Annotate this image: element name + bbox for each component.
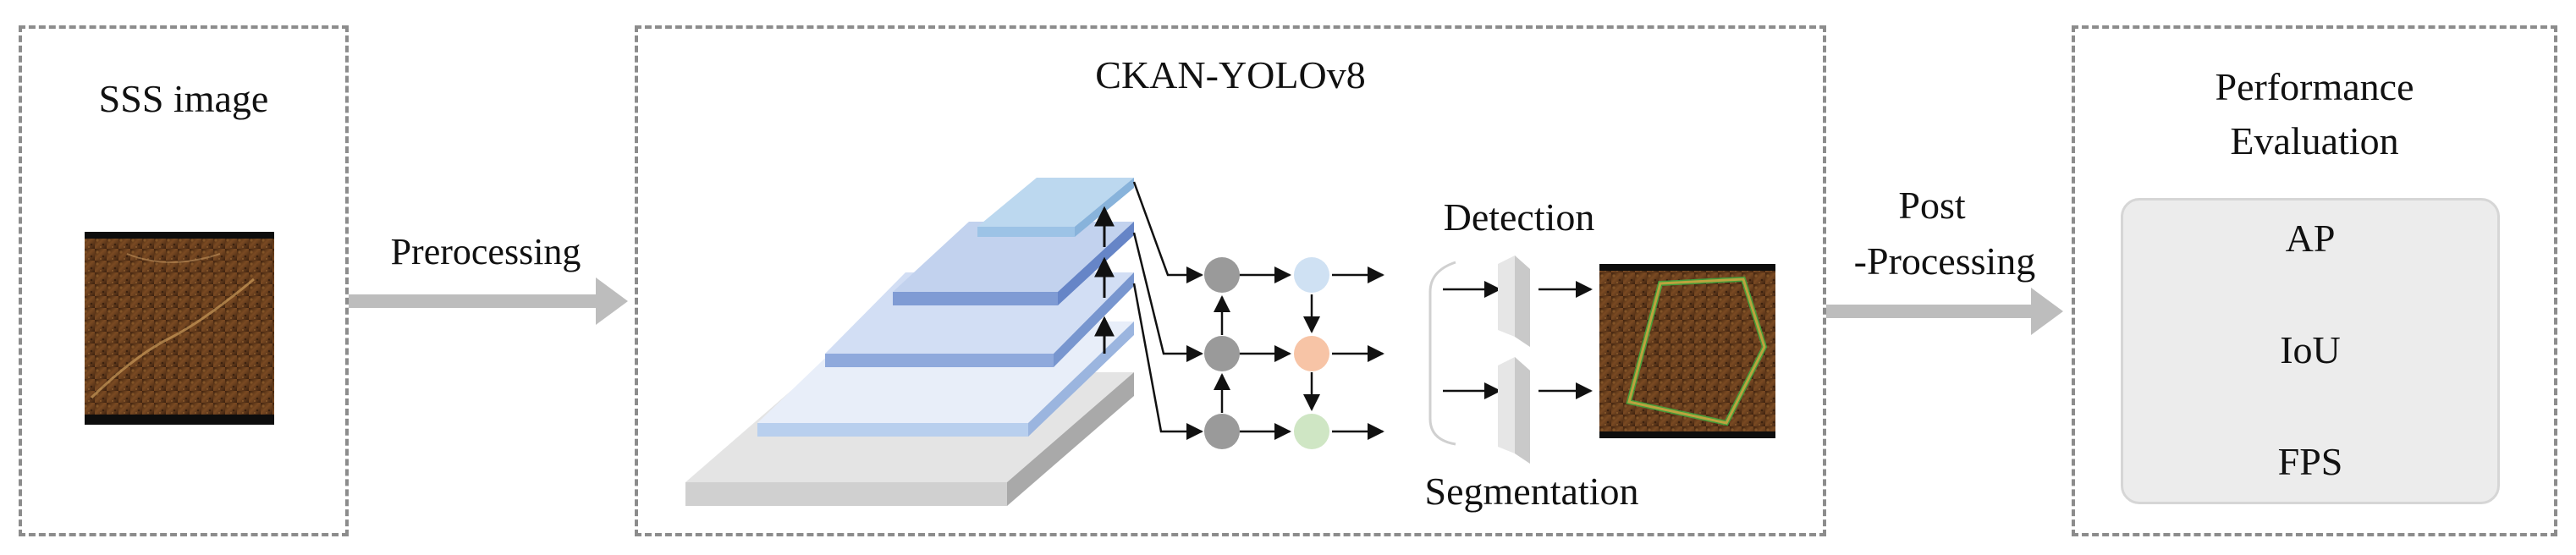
neck-graph [1204, 257, 1384, 449]
detection-segmentation-heads [1428, 256, 1593, 464]
preprocessing-label: Prerocessing [390, 231, 581, 272]
metric-ap: AP [2285, 217, 2336, 260]
detection-label: Detection [1443, 195, 1595, 239]
metrics-panel: AP IoU FPS [2121, 198, 2500, 504]
preprocessing-arrow [349, 278, 628, 325]
evaluation-title-line2: Evaluation [2230, 119, 2399, 162]
evaluation-section [2072, 25, 2557, 536]
post-processing-label-line2: -Processing [1853, 239, 2036, 283]
postprocessing-arrow [1826, 288, 2063, 335]
post-processing-label-line1: Post [1898, 184, 1966, 227]
metric-iou: IoU [2280, 328, 2341, 371]
input-title: SSS image [98, 77, 269, 120]
metric-fps: FPS [2277, 440, 2343, 483]
backbone-feature-layers [685, 178, 1134, 506]
segmentation-label: Segmentation [1424, 470, 1639, 513]
segmentation-output-image [1599, 264, 1775, 438]
evaluation-title-line1: Performance [2215, 65, 2414, 108]
model-title: CKAN-YOLOv8 [1095, 53, 1366, 96]
model-section [635, 25, 1826, 536]
sss-input-image [85, 232, 274, 425]
input-section [19, 25, 349, 536]
layer-to-neck-connectors [1132, 181, 1203, 440]
